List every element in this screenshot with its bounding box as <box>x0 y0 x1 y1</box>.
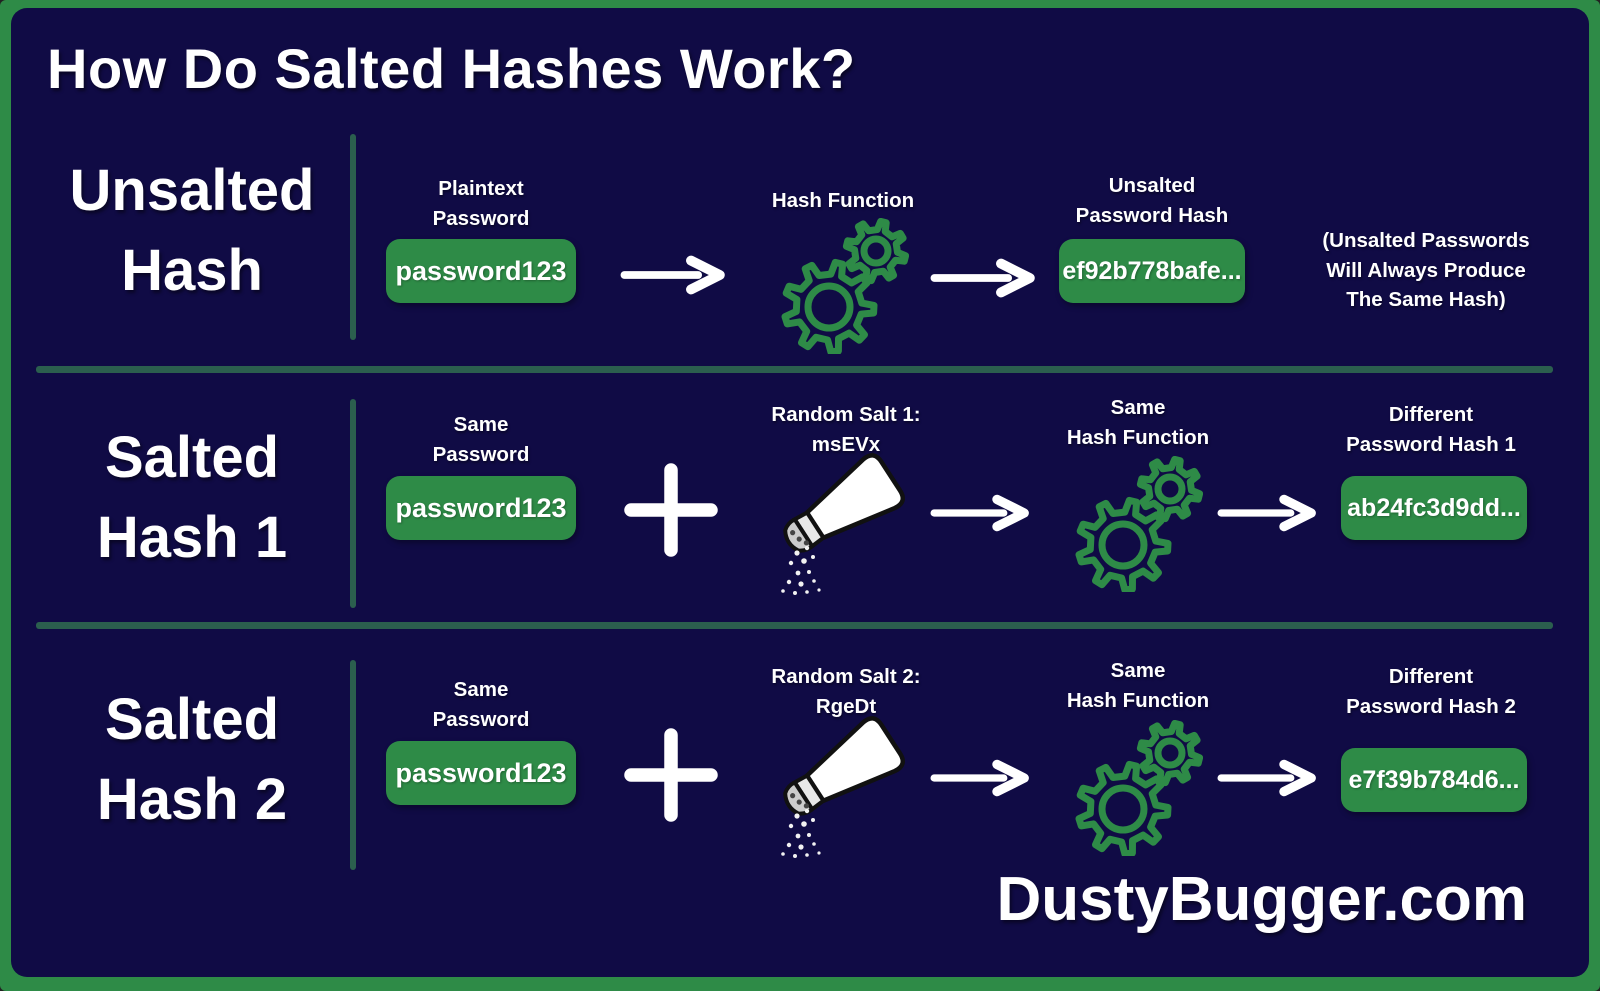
plus-icon <box>624 728 718 822</box>
arrow-right-icon <box>1217 759 1316 797</box>
arrow-right-icon <box>620 255 725 295</box>
label-line: Different <box>1388 665 1474 688</box>
label-line: Same <box>453 413 509 436</box>
row-label-unsalted-hash: Unsalted Hash <box>39 151 345 311</box>
random-salt-2-label: Random Salt 2: RgeDt <box>736 662 956 721</box>
arrow-right-icon <box>930 258 1035 298</box>
label-line: Different <box>1388 403 1474 426</box>
label-line: Same <box>1110 659 1166 682</box>
site-watermark: DustyBugger.com <box>996 865 1527 934</box>
row-divider <box>36 622 1553 629</box>
note-line: Will Always Produce <box>1326 258 1526 282</box>
row-label-line: Hash <box>121 238 263 304</box>
hash-function-label: Hash Function <box>743 186 943 216</box>
unsalted-hash-value-box: ef92b778bafe... <box>1059 239 1245 303</box>
unsalted-note: (Unsalted Passwords Will Always Produce … <box>1301 226 1551 315</box>
row-label-line: Salted <box>104 687 280 752</box>
unsalted-password-hash-label: Unsalted Password Hash <box>1052 171 1252 230</box>
label-line: Password Hash <box>1075 203 1229 227</box>
same-password-label: Same Password <box>386 410 576 469</box>
plus-icon <box>624 463 718 557</box>
row-vertical-divider <box>350 399 356 608</box>
arrow-right-icon <box>930 494 1029 532</box>
arrow-right-icon <box>1217 494 1316 532</box>
same-hash-function-label: Same Hash Function <box>1033 656 1243 715</box>
label-line: Hash Function <box>1066 688 1210 712</box>
row-label-line: Hash 2 <box>96 767 288 833</box>
random-salt-1-label: Random Salt 1: msEVx <box>736 400 956 459</box>
label-line: Plaintext <box>438 177 524 200</box>
row-label-line: Unsalted <box>69 158 315 223</box>
label-line: Password <box>432 707 530 731</box>
row-vertical-divider <box>350 134 356 340</box>
label-line: Password Hash 1 <box>1346 432 1516 456</box>
note-line: The Same Hash) <box>1346 288 1506 312</box>
label-line: Unsalted <box>1108 174 1196 197</box>
different-password-hash-1-label: Different Password Hash 1 <box>1321 400 1541 459</box>
row-vertical-divider <box>350 660 356 870</box>
password-value-box: password123 <box>386 476 576 540</box>
hash-function-gears-icon <box>781 218 909 354</box>
plaintext-password-label: Plaintext Password <box>386 174 576 233</box>
hash-function-gears-icon <box>1075 720 1203 856</box>
row-label-salted-hash-1: Salted Hash 1 <box>39 418 345 578</box>
label-line: Password Hash 2 <box>1346 694 1516 718</box>
note-line: (Unsalted Passwords <box>1322 229 1530 252</box>
password-value-box: password123 <box>386 239 576 303</box>
page-title: How Do Salted Hashes Work? <box>47 37 856 100</box>
salted-hash-1-value-box: ab24fc3d9dd... <box>1341 476 1527 540</box>
label-line: Password <box>432 206 530 230</box>
password-value-box: password123 <box>386 741 576 805</box>
label-line: Hash Function <box>1066 425 1210 449</box>
label-line: Hash Function <box>771 189 915 212</box>
arrow-right-icon <box>930 759 1029 797</box>
same-password-label: Same Password <box>386 675 576 734</box>
different-password-hash-2-label: Different Password Hash 2 <box>1321 662 1541 721</box>
label-line: Same <box>1110 396 1166 419</box>
row-divider <box>36 366 1553 373</box>
label-line: Same <box>453 678 509 701</box>
label-line: Random Salt 2: <box>771 665 921 688</box>
row-label-line: Salted <box>104 425 280 490</box>
salt-shaker-icon <box>781 453 906 595</box>
label-line: RgeDt <box>815 694 877 718</box>
same-hash-function-label: Same Hash Function <box>1033 393 1243 452</box>
row-label-salted-hash-2: Salted Hash 2 <box>39 680 345 840</box>
salt-shaker-icon <box>781 716 906 858</box>
label-line: Random Salt 1: <box>771 403 921 426</box>
salt-grains <box>781 808 821 858</box>
row-label-line: Hash 1 <box>96 505 288 571</box>
salted-hash-2-value-box: e7f39b784d6... <box>1341 748 1527 812</box>
hash-function-gears-icon <box>1075 456 1203 592</box>
label-line: Password <box>432 442 530 466</box>
label-line: msEVx <box>811 432 881 456</box>
salt-grains <box>781 545 821 595</box>
infographic-panel: How Do Salted Hashes Work? Unsalted Hash… <box>11 8 1589 977</box>
